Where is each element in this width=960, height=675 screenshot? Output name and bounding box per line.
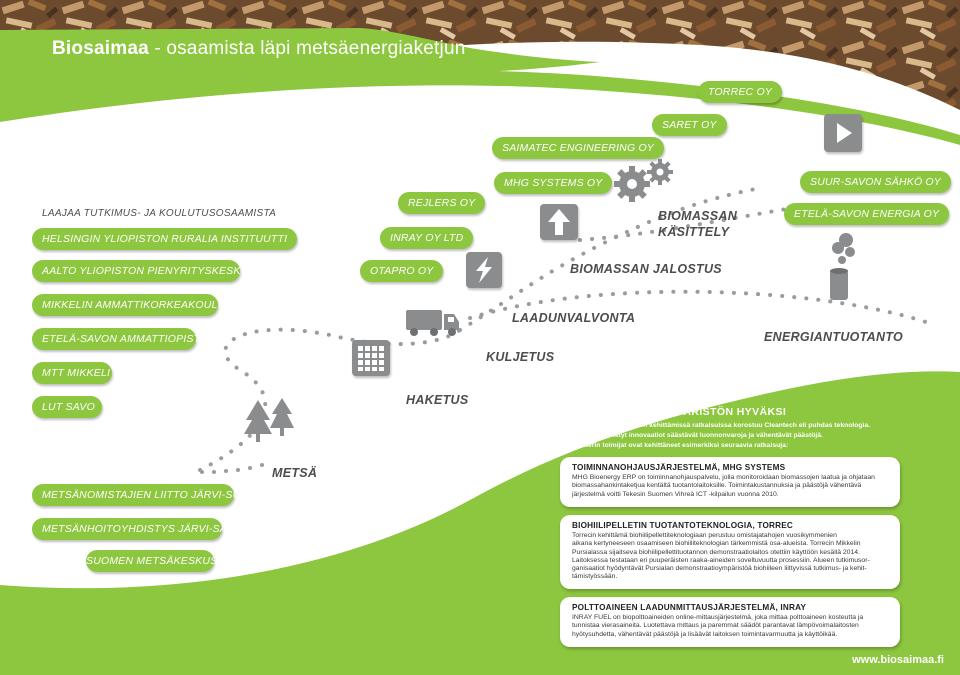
innovation-box-title: TOIMINNANOHJAUSJÄRJESTELMÄ, MHG SYSTEMS: [572, 463, 786, 472]
value-chain-dots: [198, 186, 937, 472]
forestry-item: METSÄNHOITOYHDISTYS JÄRVI-SAVO: [32, 518, 242, 540]
company-pill: SAIMATEC ENGINEERING OY: [492, 137, 665, 159]
company-pill: OTAPRO OY: [360, 260, 444, 282]
arrow-up-icon: [540, 204, 578, 240]
company-pill: SARET OY: [652, 114, 727, 136]
chain-label-haketus: HAKETUS: [406, 393, 469, 407]
research-item: AALTO YLIOPISTON PIENYRITYSKESKUS: [32, 260, 255, 282]
company-pill: TORREC OY: [698, 81, 783, 103]
innovation-box-mhg: TOIMINNANOHJAUSJÄRJESTELMÄ, MHG SYSTEMS …: [560, 457, 900, 507]
page-title: Biosaimaa - osaamista läpi metsäenergiak…: [52, 38, 466, 59]
chain-label-laadunvalvonta: LAADUNVALVONTA: [512, 311, 636, 325]
innovations-line: Klusterin toimijat ovat kehittäneet esim…: [571, 442, 789, 449]
research-heading: LAAJAA TUTKIMUS- JA KOULUTUSOSAAMISTA: [42, 208, 277, 219]
innovation-box-body: Torrecin kehittämä biohiilipellettitekno…: [572, 532, 870, 581]
lightning-icon: [466, 252, 502, 288]
gears-icon: [614, 159, 673, 202]
truck-icon: [406, 310, 459, 336]
forestry-item: METSÄNOMISTAJIEN LIITTO JÄRVI-SUOMI: [32, 484, 261, 506]
innovation-box-title: BIOHIILIPELLETIN TUOTANTOTEKNOLOGIA, TOR…: [572, 521, 794, 530]
innovation-box-body: INRAY FUEL on biopolttoaineiden online-m…: [572, 614, 864, 638]
research-item: MIKKELIN AMMATTIKORKEAKOULU: [32, 294, 225, 316]
chain-label-metsa: METSÄ: [272, 466, 318, 480]
chain-label-jalostus: BIOMASSAN JALOSTUS: [570, 262, 722, 276]
company-pill: ETELÄ-SAVON ENERGIA OY: [784, 203, 950, 225]
tree-icon: [244, 398, 294, 442]
research-item: MTT MIKKELI: [32, 362, 112, 384]
website-link[interactable]: www.biosaimaa.fi: [852, 654, 944, 666]
innovations-line: Biosaimaan toimijoiden kehittämissä ratk…: [571, 422, 871, 429]
play-icon: [824, 114, 862, 152]
company-pill: INRAY OY LTD: [380, 227, 474, 249]
company-pill: MHG SYSTEMS OY: [494, 172, 613, 194]
chain-label-kuljetus: KULJETUS: [486, 350, 555, 364]
innovation-box-title: POLTTOAINEEN LAADUNMITTAUSJÄRJESTELMÄ, I…: [572, 603, 807, 612]
innovations-line: Alueella kehitetyt innovaatiot säästävät…: [571, 432, 823, 439]
chain-label-energiantuotanto: ENERGIANTUOTANTO: [764, 330, 904, 344]
innovation-box-body: MHG Bioenergy ERP on toiminnanohjauspalv…: [572, 474, 875, 498]
chain-label-kasittely-2: KÄSITTELY: [658, 225, 730, 239]
research-item: HELSINGIN YLIOPISTON RURALIA INSTITUUTTI: [32, 228, 298, 250]
innovations-title: INNOVAATIOITA YMPÄRISTÖN HYVÄKSI: [571, 406, 787, 418]
chipper-grid-icon: [352, 340, 390, 376]
company-pill: REJLERS OY: [398, 192, 486, 214]
innovation-box-inray: POLTTOAINEEN LAADUNMITTAUSJÄRJESTELMÄ, I…: [560, 597, 900, 647]
chain-label-kasittely-1: BIOMASSAN: [658, 209, 738, 223]
innovation-box-torrec: BIOHIILIPELLETIN TUOTANTOTEKNOLOGIA, TOR…: [560, 515, 900, 589]
research-item: LUT SAVO: [32, 396, 102, 418]
forestry-item: SUOMEN METSÄKESKUS: [86, 550, 217, 572]
research-item: ETELÄ-SAVON AMMATTIOPISTO: [32, 328, 208, 350]
company-pill: SUUR-SAVON SÄHKÖ OY: [800, 171, 951, 193]
chimney-icon: [830, 233, 855, 300]
